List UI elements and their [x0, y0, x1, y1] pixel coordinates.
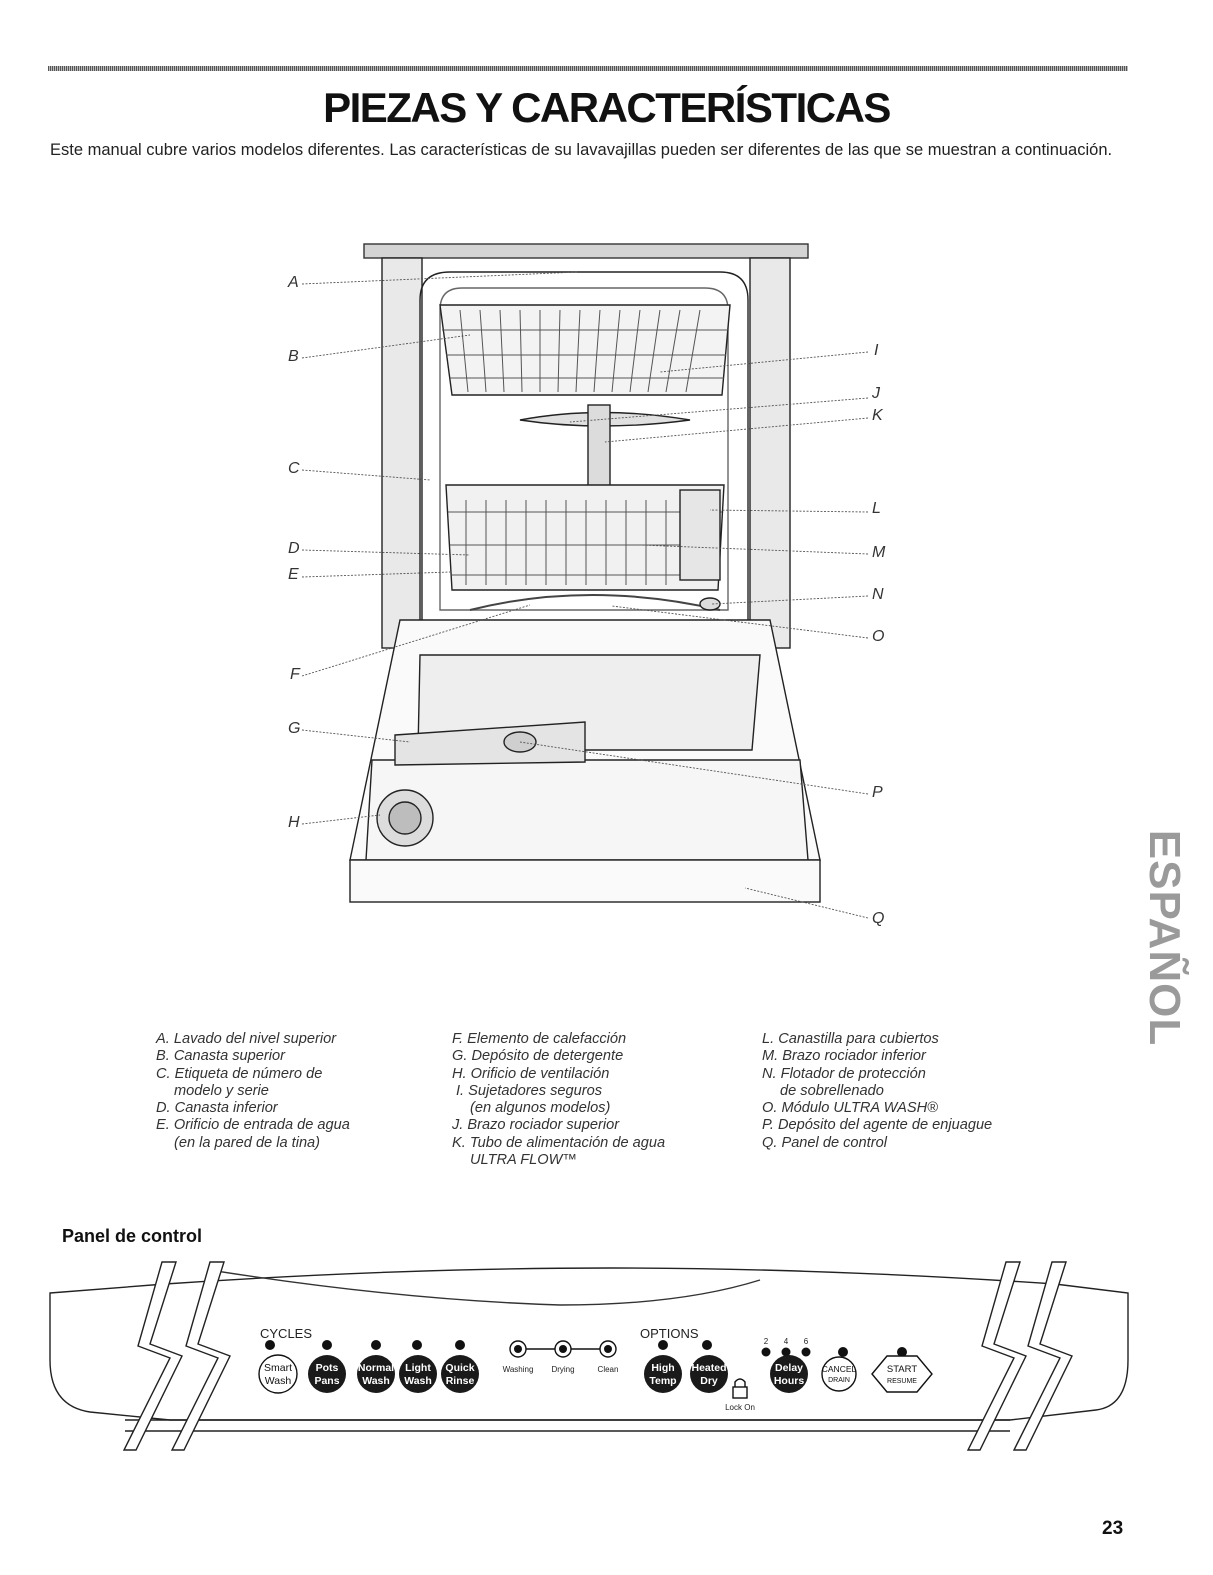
cycle-button-normal-wash[interactable]: Normal Wash: [357, 1340, 395, 1393]
callout-d: D: [288, 540, 300, 557]
option-button-heated-dry[interactable]: Heated Dry: [690, 1340, 728, 1393]
legend-item-n-cont: de sobrellenado: [780, 1082, 884, 1099]
legend-item-k-cont: ULTRA FLOW™: [470, 1152, 578, 1169]
svg-text:Normal: Normal: [358, 1362, 394, 1374]
svg-text:CANCEL: CANCEL: [822, 1364, 857, 1374]
status-washing: Washing: [503, 1365, 534, 1374]
svg-text:Wash: Wash: [362, 1375, 390, 1387]
callout-m: M: [872, 544, 886, 561]
legend-item-o: O. Módulo ULTRA WASH®: [762, 1100, 938, 1117]
callout-p: P: [872, 784, 883, 801]
delay-4: 4: [784, 1337, 789, 1346]
intro-paragraph: Este manual cubre varios modelos diferen…: [50, 141, 1113, 159]
cycle-button-light-wash[interactable]: Light Wash: [399, 1340, 437, 1393]
callout-f: F: [290, 666, 300, 683]
svg-text:Wash: Wash: [404, 1375, 432, 1387]
callout-q: Q: [872, 910, 885, 927]
svg-text:Smart: Smart: [264, 1362, 292, 1374]
options-label: OPTIONS: [640, 1326, 699, 1341]
svg-text:Delay: Delay: [775, 1362, 803, 1374]
legend-item-n: N. Flotador de protección: [762, 1065, 926, 1082]
legend-column-2: F. Elemento de calefacción G. Depósito d…: [452, 1031, 665, 1169]
svg-text:RESUME: RESUME: [887, 1378, 917, 1385]
callout-k: K: [872, 407, 883, 424]
callout-o: O: [872, 628, 885, 645]
status-drying: Drying: [551, 1365, 574, 1374]
legend-item-g: G. Depósito de detergente: [452, 1048, 624, 1065]
svg-text:Hours: Hours: [774, 1375, 804, 1387]
legend-item-i-cont: (en algunos modelos): [470, 1100, 611, 1117]
legend-column-3: L. Canastilla para cubiertos M. Brazo ro…: [762, 1031, 992, 1152]
callout-c: C: [288, 460, 300, 477]
cycle-button-smart-wash[interactable]: Smart Wash: [258, 1340, 298, 1394]
svg-text:Temp: Temp: [649, 1375, 676, 1387]
lock-on-label: Lock On: [725, 1403, 755, 1412]
legend-item-q: Q. Panel de control: [762, 1134, 887, 1151]
legend-item-h: H. Orificio de ventilación: [452, 1065, 610, 1082]
dishwasher-illustration: [301, 243, 869, 919]
cycle-button-pots-pans[interactable]: Pots Pans: [308, 1340, 346, 1393]
control-panel-heading: Panel de control: [62, 1226, 203, 1246]
callout-g: G: [288, 720, 301, 737]
page-number: 23: [1102, 1518, 1124, 1539]
delay-hours-button[interactable]: Delay Hours: [770, 1355, 808, 1393]
cancel-drain-button[interactable]: CANCEL DRAIN: [821, 1347, 857, 1392]
legend-item-p: P. Depósito del agente de enjuague: [762, 1117, 993, 1134]
language-label: ESPAÑOL: [1140, 829, 1189, 1047]
svg-text:DRAIN: DRAIN: [828, 1377, 850, 1384]
delay-6: 6: [804, 1337, 809, 1346]
svg-text:START: START: [887, 1364, 917, 1375]
legend-item-e-cont: (en la pared de la tina): [174, 1134, 321, 1151]
svg-text:Quick: Quick: [445, 1362, 474, 1374]
legend-item-c: C. Etiqueta de número de: [156, 1065, 323, 1082]
legend-item-e: E. Orificio de entrada de agua: [156, 1117, 350, 1134]
svg-text:Light: Light: [405, 1362, 431, 1374]
svg-text:Heated: Heated: [691, 1362, 726, 1374]
status-clean: Clean: [598, 1365, 619, 1374]
svg-text:Wash: Wash: [265, 1375, 292, 1387]
callout-a: A: [288, 274, 299, 291]
start-resume-button[interactable]: START RESUME: [871, 1347, 933, 1393]
svg-text:High: High: [651, 1362, 674, 1374]
callout-i: I: [874, 342, 879, 359]
cycles-label: CYCLES: [260, 1326, 312, 1341]
legend-item-i: I. Sujetadores seguros: [456, 1082, 603, 1099]
legend-column-1: A. Lavado del nivel superior B. Canasta …: [156, 1031, 350, 1152]
lock-icon: [732, 1378, 748, 1399]
status-lights: Washing Drying Clean: [503, 1340, 619, 1374]
svg-text:Pans: Pans: [314, 1375, 339, 1387]
callout-b: B: [288, 348, 299, 365]
callout-j: J: [872, 385, 880, 402]
svg-text:Dry: Dry: [700, 1375, 718, 1387]
language-side-tab: ESPAÑOL: [1128, 818, 1200, 1058]
legend-item-d: D. Canasta inferior: [156, 1100, 278, 1117]
legend-item-c-cont: modelo y serie: [174, 1082, 269, 1099]
legend-item-j: J. Brazo rociador superior: [452, 1117, 620, 1134]
callout-n: N: [872, 586, 884, 603]
legend-item-m: M. Brazo rociador inferior: [762, 1048, 926, 1065]
legend-item-b: B. Canasta superior: [156, 1048, 285, 1065]
legend-item-f: F. Elemento de calefacción: [452, 1031, 627, 1047]
cycle-button-quick-rinse[interactable]: Quick Rinse: [441, 1340, 479, 1393]
top-decorative-rule: [48, 66, 1128, 71]
callout-e: E: [288, 566, 299, 583]
legend-item-l: L. Canastilla para cubiertos: [762, 1031, 939, 1047]
callout-h: H: [288, 814, 300, 831]
page-title: PIEZAS Y CARACTERÍSTICAS: [323, 84, 891, 131]
svg-text:Pots: Pots: [316, 1362, 339, 1374]
option-button-high-temp[interactable]: High Temp: [644, 1340, 682, 1393]
callout-l: L: [872, 500, 881, 517]
legend-item-a: A. Lavado del nivel superior: [156, 1031, 337, 1047]
delay-2: 2: [764, 1337, 769, 1346]
svg-text:Rinse: Rinse: [446, 1375, 475, 1387]
legend-item-k: K. Tubo de alimentación de agua: [452, 1134, 666, 1151]
